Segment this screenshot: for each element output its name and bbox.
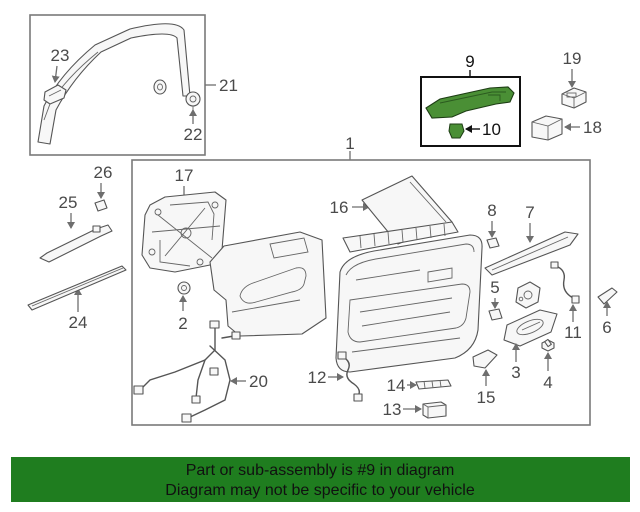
- callout-9: 9: [465, 52, 474, 71]
- banner-background: [11, 457, 630, 502]
- part-5-clip: [488, 308, 503, 321]
- callout-4: 4: [543, 373, 552, 392]
- banner-line-1: Part or sub-assembly is #9 in diagram: [186, 462, 455, 479]
- part-21-door-frame-molding: [37, 23, 191, 145]
- part-4-bolt: [541, 338, 555, 352]
- part-19-switch: [561, 87, 587, 109]
- part-water-shield: [209, 231, 327, 337]
- callout-26: 26: [94, 163, 113, 182]
- callout-24: 24: [69, 313, 88, 332]
- callout-22: 22: [184, 125, 203, 144]
- part-20-wiring-harness: [133, 320, 241, 423]
- part-12-wire: [337, 351, 363, 402]
- part-13-block: [422, 401, 447, 419]
- part-8-clip: [486, 237, 500, 249]
- part-7-applique: [484, 231, 579, 276]
- callout-1: 1: [345, 134, 354, 153]
- part-9-highlighted-trim: [425, 86, 515, 119]
- part-24-belt-molding: [27, 265, 127, 311]
- part-10-clip: [448, 123, 465, 139]
- info-banner: Part or sub-assembly is #9 in diagram Di…: [11, 457, 630, 502]
- part-door-trim-panel: [335, 234, 483, 373]
- part-15-pad: [472, 349, 498, 369]
- callout-15: 15: [477, 388, 496, 407]
- leader-23: [51, 65, 60, 83]
- callout-7: 7: [525, 203, 534, 222]
- part-18-switch-housing: [531, 115, 563, 141]
- part-2-grommet: [177, 281, 191, 295]
- callout-25: 25: [59, 193, 78, 212]
- callout-19: 19: [563, 49, 582, 68]
- part-25-weatherstrip: [39, 224, 113, 263]
- callout-8: 8: [487, 201, 496, 220]
- part-21-clip: [153, 79, 167, 95]
- part-3-handle-bezel: [503, 309, 558, 347]
- callout-23: 23: [51, 46, 70, 65]
- callout-2: 2: [178, 314, 187, 333]
- callout-18: 18: [583, 118, 602, 137]
- assembly-box-1: [131, 159, 591, 426]
- part-6-trim: [597, 287, 618, 305]
- part-14-strip: [415, 379, 452, 390]
- callout-5: 5: [490, 278, 499, 297]
- callout-3: 3: [511, 363, 520, 382]
- callout-10: 10: [482, 120, 501, 139]
- callout-12: 12: [308, 368, 327, 387]
- part-22-retainer: [185, 91, 201, 112]
- part-23-bracket: [43, 84, 67, 105]
- callout-6: 6: [602, 318, 611, 337]
- callout-13: 13: [383, 400, 402, 419]
- callout-21: 21: [219, 76, 238, 95]
- callout-17: 17: [175, 166, 194, 185]
- callout-16: 16: [330, 198, 349, 217]
- part-26-clip: [94, 199, 108, 212]
- callout-14: 14: [387, 376, 406, 395]
- callout-20: 20: [249, 372, 268, 391]
- part-handle-bracket: [515, 281, 541, 309]
- part-11-wire: [550, 261, 580, 304]
- banner-line-2: Diagram may not be specific to your vehi…: [165, 482, 475, 499]
- callout-11: 11: [564, 323, 582, 342]
- part-16-upper-trim: [342, 175, 459, 253]
